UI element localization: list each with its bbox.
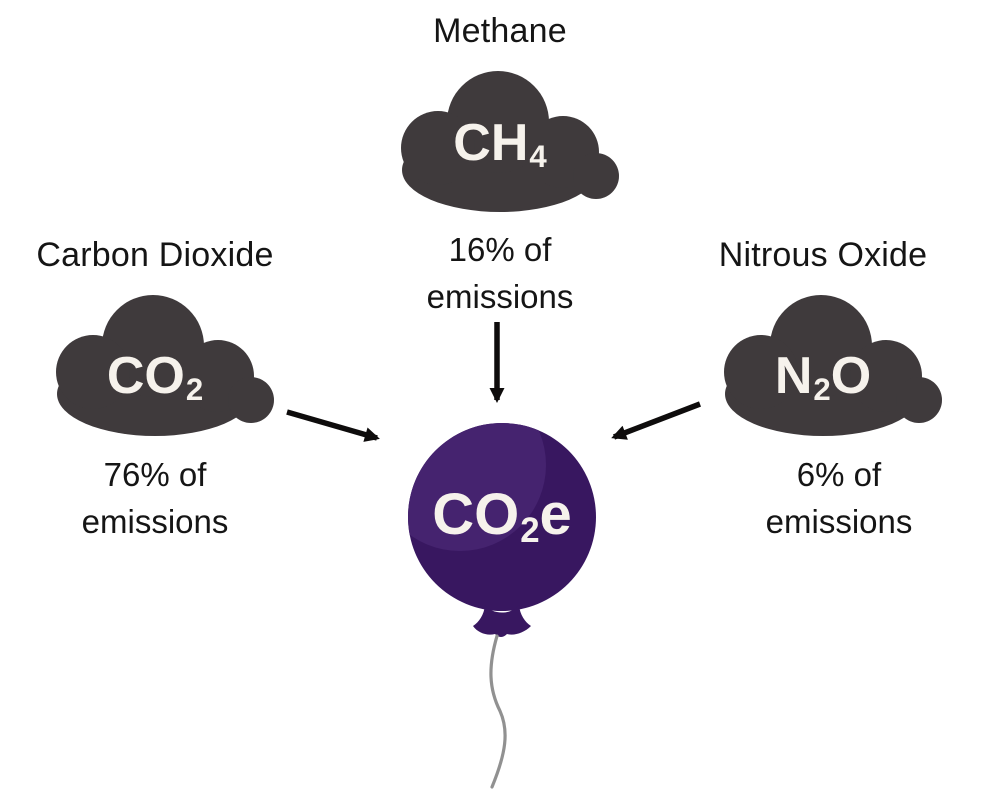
gas-formula-carbon-dioxide: CO2 — [35, 346, 275, 407]
formula-text: CO — [432, 482, 520, 547]
balloon-formula: CO2e — [392, 481, 612, 551]
gas-group-carbon-dioxide: Carbon Dioxide CO2 76% of emissions — [25, 232, 285, 542]
gas-formula-methane: CH4 — [380, 113, 620, 174]
cloud-icon — [724, 295, 942, 436]
balloon-knot — [473, 605, 531, 637]
arrow-co2-to-balloon-icon — [286, 409, 380, 442]
gas-group-nitrous-oxide: Nitrous Oxide N2O 6% of emissions — [693, 232, 953, 542]
gas-formula-nitrous-oxide: N2O — [703, 346, 943, 407]
share-line: 76% of — [103, 456, 207, 493]
formula-subscript: 2 — [185, 371, 204, 407]
formula-text: e — [539, 482, 572, 547]
gas-name-nitrous-oxide: Nitrous Oxide — [718, 236, 928, 274]
cloud-icon — [401, 71, 619, 212]
share-line: emissions — [81, 503, 229, 540]
balloon-icon — [408, 423, 596, 789]
gas-name-methane: Methane — [433, 12, 567, 50]
gas-name-carbon-dioxide: Carbon Dioxide — [36, 236, 274, 274]
arrow-n2o-to-balloon-icon — [611, 401, 701, 440]
gas-share-nitrous-oxide: 6% of emissions — [709, 451, 969, 545]
gas-share-methane: 16% of emissions — [375, 226, 625, 320]
formula-subscript: 2 — [520, 511, 540, 551]
formula-text: CO — [106, 346, 185, 405]
formula-text: N — [774, 346, 813, 405]
methane-cloud: CH4 — [380, 60, 620, 215]
share-line: emissions — [765, 503, 913, 540]
share-line: 6% of — [796, 456, 882, 493]
share-line: 16% of — [448, 231, 552, 268]
co2e-balloon: CO2e — [392, 415, 612, 799]
formula-text: CH — [453, 113, 529, 172]
share-line: emissions — [426, 278, 574, 315]
formula-subscript: 2 — [813, 371, 831, 407]
gas-share-carbon-dioxide: 76% of emissions — [25, 451, 285, 545]
balloon-string — [489, 634, 507, 789]
formula-text: O — [830, 346, 872, 405]
formula-subscript: 4 — [529, 138, 547, 174]
cloud-icon — [56, 295, 274, 436]
nitrous-oxide-cloud: N2O — [703, 284, 943, 439]
gas-group-methane: Methane CH4 16% of emissions — [375, 12, 625, 322]
carbon-dioxide-cloud: CO2 — [35, 284, 275, 439]
